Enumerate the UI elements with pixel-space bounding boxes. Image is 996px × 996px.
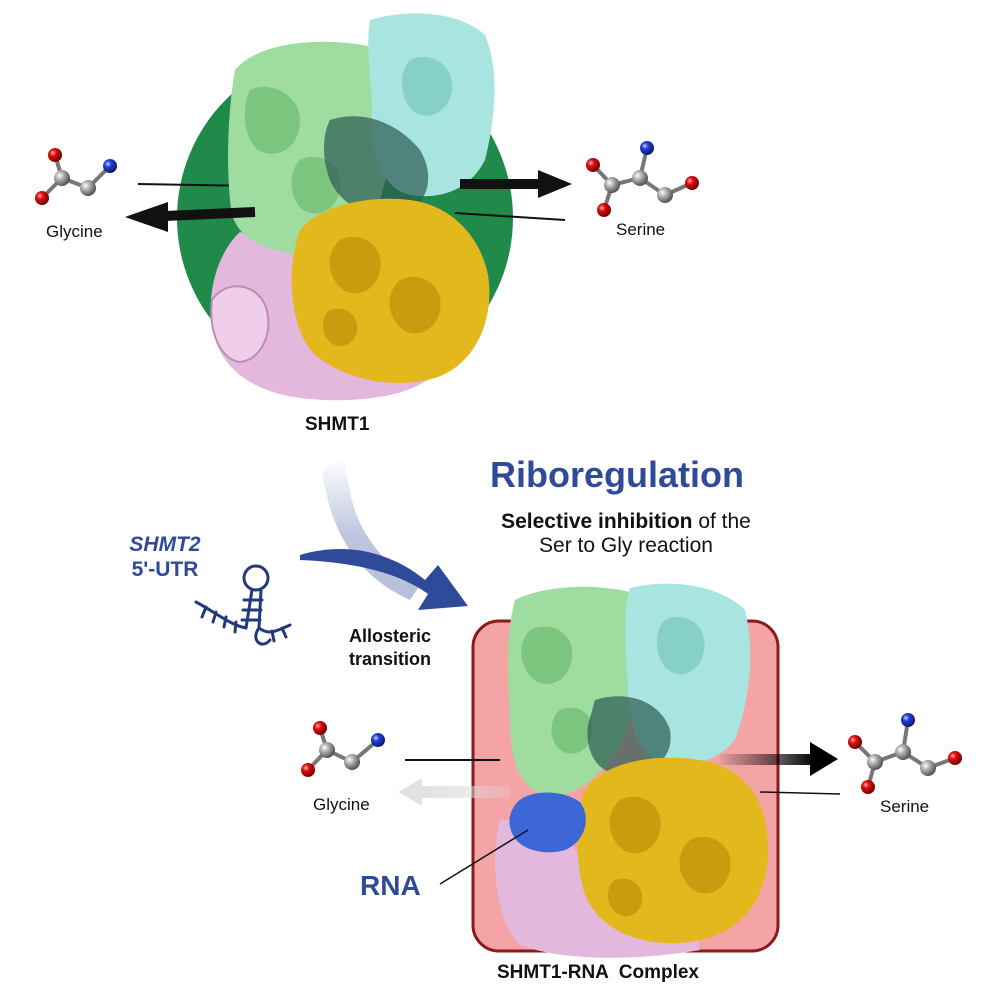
- riboregulation-title: Riboregulation: [490, 454, 744, 495]
- rna-name-italic: SHMT2: [129, 533, 201, 556]
- serine-label-bottom: Serine: [880, 797, 930, 816]
- serine-molecule-icon: [586, 141, 699, 217]
- rna-hairpin-icon: [194, 564, 292, 646]
- glycine-label-top: Glycine: [46, 222, 103, 241]
- flux-line-top-right: [454, 212, 566, 221]
- subtitle-line2: Ser to Gly reaction: [539, 534, 713, 557]
- rna-name-line2: 5'-UTR: [131, 558, 199, 581]
- shmt1-label: SHMT1: [305, 414, 370, 435]
- rna-name-label: SHMT2 5'-UTR: [125, 532, 205, 582]
- bottom-arrow-to-serine: [720, 742, 838, 776]
- transition-line1: Allosteric: [348, 626, 432, 646]
- glycine-molecule-icon: [35, 148, 117, 205]
- flux-line-bottom-right: [759, 791, 841, 795]
- shmt1-rna-structure: [495, 583, 768, 958]
- shmt1-structure: [210, 13, 495, 401]
- allosteric-transition-label: Allosteric transition: [335, 625, 445, 671]
- allosteric-transition-arrow: [300, 458, 468, 610]
- rna-pointer-line: [439, 829, 529, 885]
- selective-inhibition-subtitle: Selective inhibition of the Ser to Gly r…: [470, 510, 782, 558]
- glycine-molecule-icon-bottom: [301, 721, 385, 777]
- rna-density: [509, 792, 586, 853]
- subtitle-rest: of the: [692, 510, 751, 533]
- top-arrow-to-serine: [460, 170, 572, 198]
- serine-molecule-icon-bottom: [848, 713, 962, 794]
- transition-line2: transition: [348, 649, 431, 669]
- bottom-arrow-to-glycine-faded: [398, 778, 510, 806]
- glycine-label-bottom: Glycine: [313, 795, 370, 814]
- subunit-yellow-top: [291, 198, 490, 384]
- subtitle-bold: Selective inhibition: [501, 510, 693, 533]
- serine-label-top: Serine: [616, 220, 666, 239]
- rna-label: RNA: [360, 870, 421, 901]
- top-arrow-to-glycine: [125, 202, 256, 232]
- complex-label: SHMT1-RNA Complex: [497, 962, 699, 983]
- subunit-yellow-bottom: [577, 757, 768, 944]
